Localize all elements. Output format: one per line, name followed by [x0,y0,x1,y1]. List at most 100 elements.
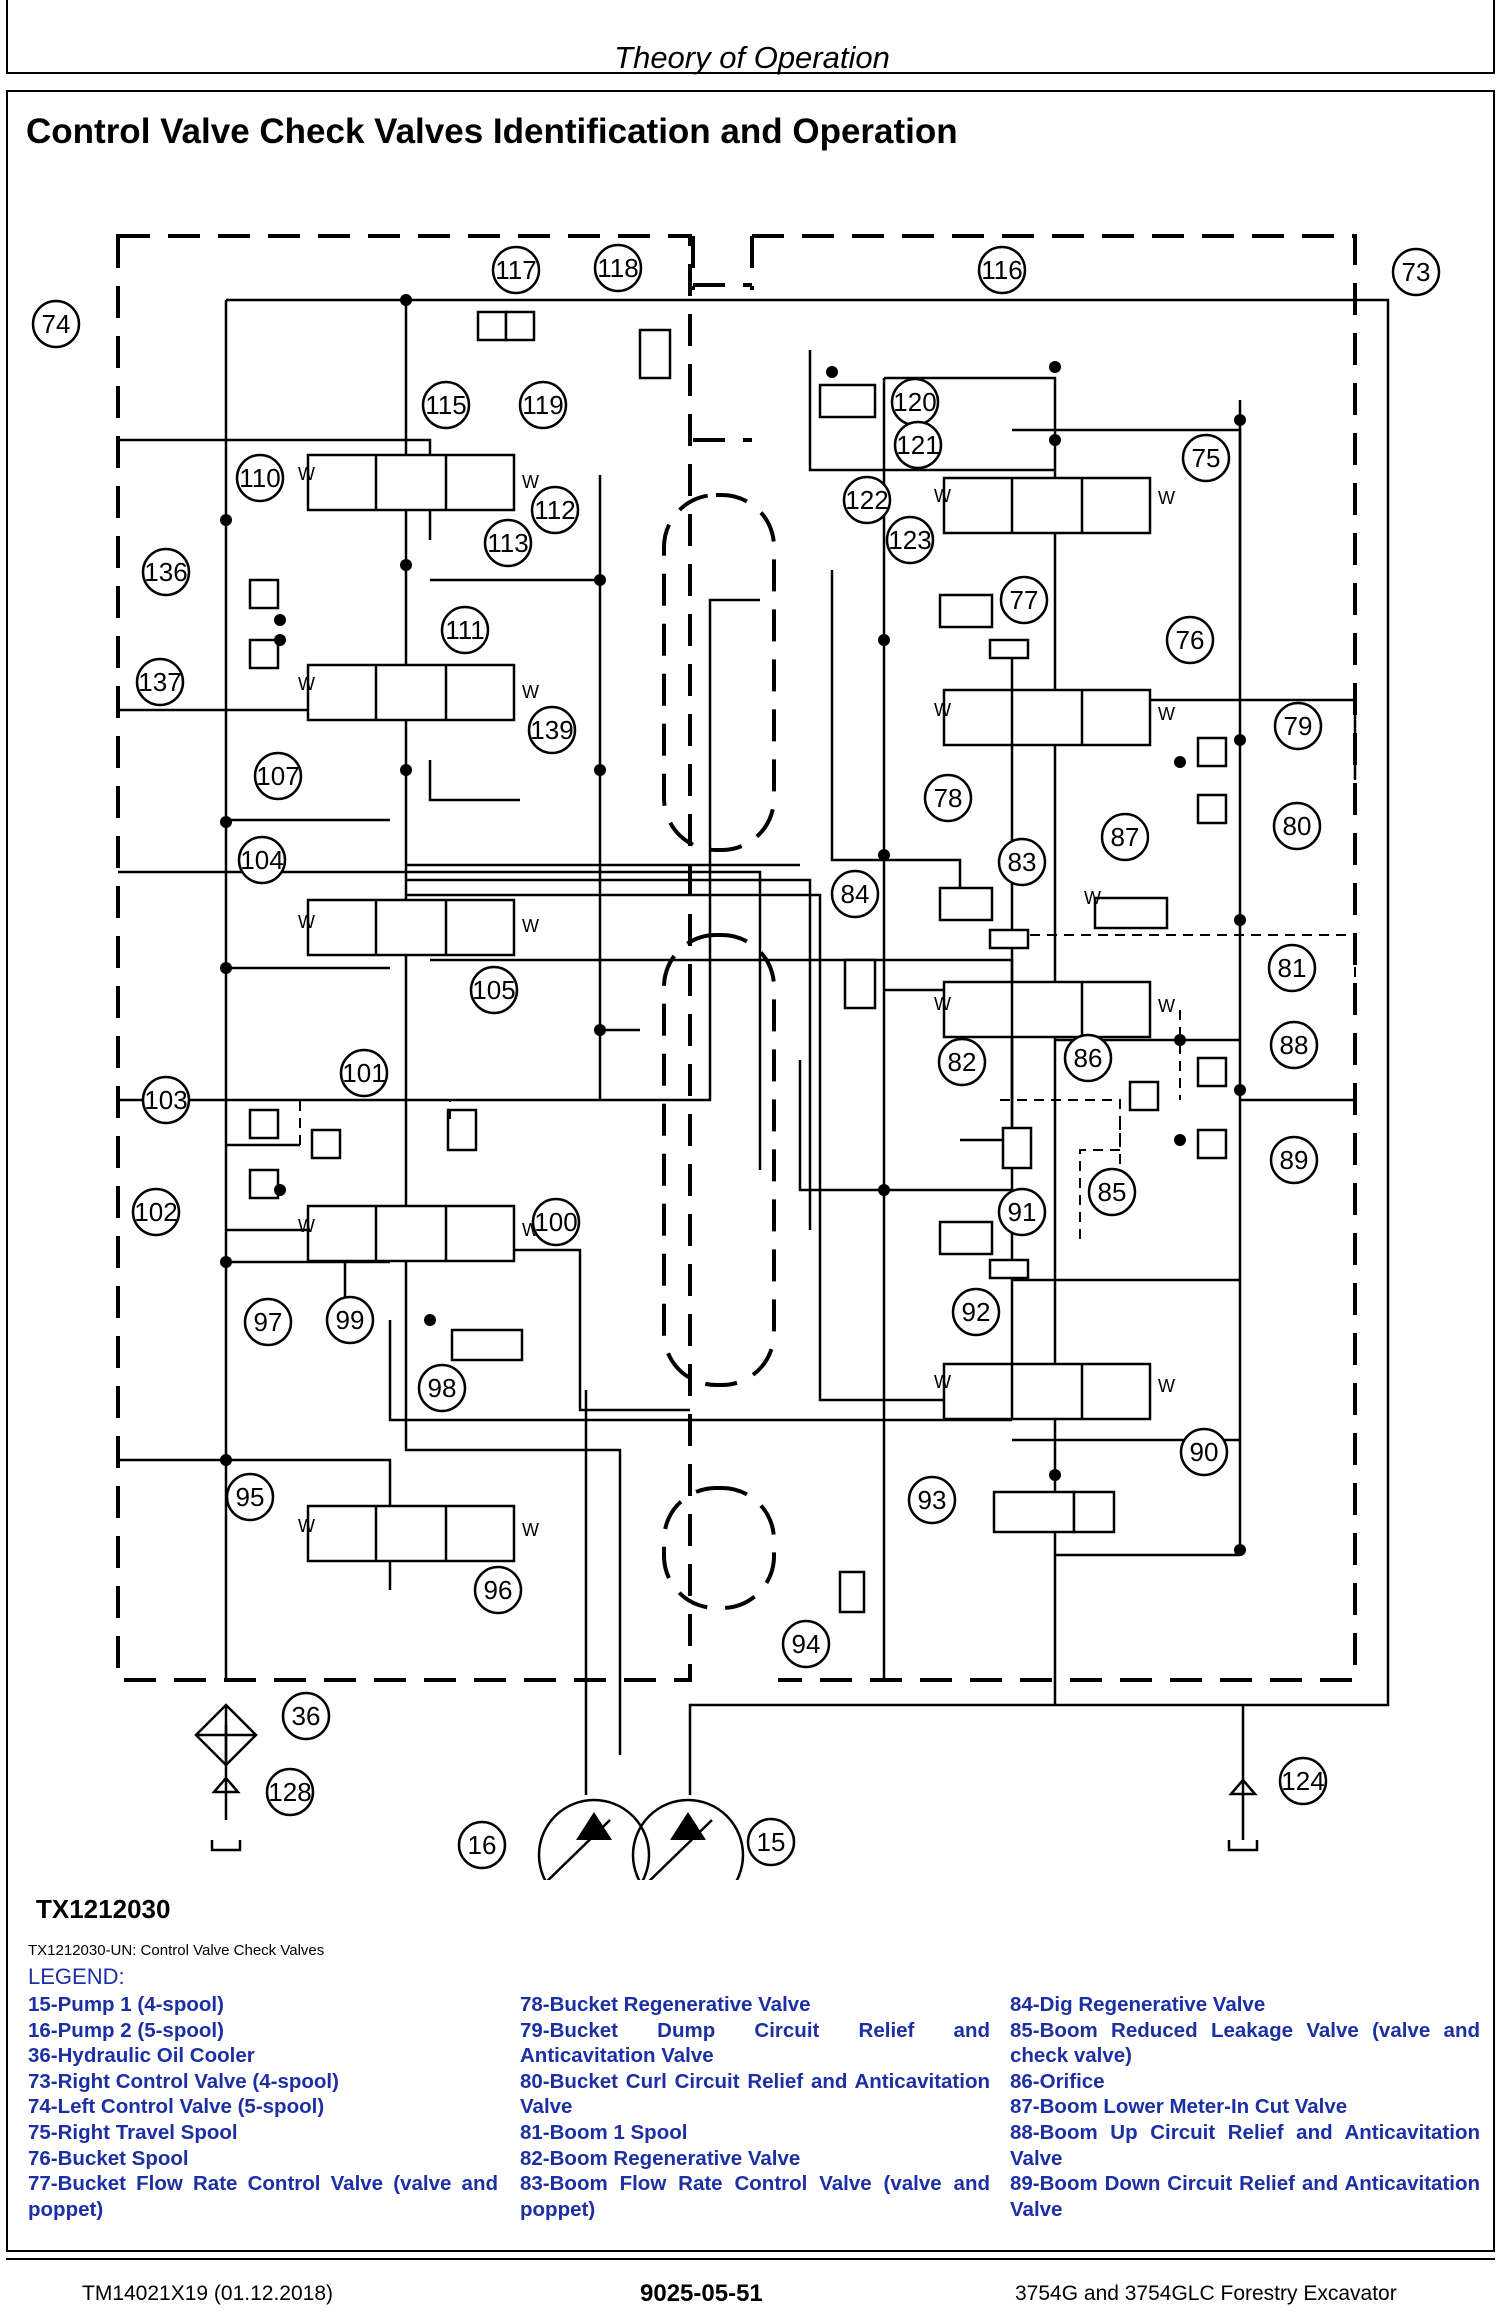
spring-w-label: W [298,1516,315,1536]
callout-96: 96 [473,1565,523,1615]
callout-80: 80 [1272,801,1322,851]
callout-label: 85 [1098,1177,1127,1207]
callout-99: 99 [325,1295,375,1345]
callout-label: 122 [845,485,888,515]
callout-122: 122 [842,475,892,525]
legend-item: 88-Boom Up Circuit Relief and Anticavita… [1010,2120,1480,2170]
callout-label: 101 [342,1058,385,1088]
callout-87: 87 [1100,812,1150,862]
spool-blocks [306,453,1152,1563]
callout-label: 83 [1008,847,1037,877]
spring-w-label: W [934,994,951,1014]
callout-117: 117 [491,245,541,295]
figure-caption: TX1212030-UN: Control Valve Check Valves [28,1942,325,1959]
spring-w-label: W [934,1372,951,1392]
callout-123: 123 [885,515,935,565]
callout-137: 137 [135,657,185,707]
spring-w-label: W [1084,888,1101,908]
callout-136: 136 [141,547,191,597]
callout-101: 101 [339,1048,389,1098]
callout-84: 84 [830,869,880,919]
callout-label: 119 [522,390,563,420]
page-title: Control Valve Check Valves Identificatio… [26,112,958,151]
legend-item: 16-Pump 2 (5-spool) [28,2018,224,2042]
callout-label: 136 [144,557,187,587]
callout-115: 115 [421,380,471,430]
legend-item: 36-Hydraulic Oil Cooler [28,2044,255,2068]
callout-label: 91 [1008,1197,1037,1227]
callout-label: 92 [962,1297,991,1327]
callout-label: 89 [1280,1145,1309,1175]
callout-label: 137 [138,667,181,697]
legend-title: LEGEND: [28,1964,125,1989]
callout-label: 86 [1074,1043,1103,1073]
callout-label: 15 [757,1827,786,1857]
spring-w-label: W [298,464,315,484]
footer-rule [6,2258,1495,2260]
callout-label: 76 [1176,625,1205,655]
callout-116: 116 [977,245,1027,295]
legend-item: 76-Bucket Spool [28,2146,189,2170]
callout-label: 16 [468,1830,497,1860]
legend-item: 85-Boom Reduced Leakage Valve (valve and… [1010,2018,1480,2068]
callout-95: 95 [225,1472,275,1522]
callout-89: 89 [1269,1135,1319,1185]
callout-98: 98 [417,1363,467,1413]
callout-90: 90 [1179,1427,1229,1477]
callout-label: 79 [1284,711,1313,741]
callout-16: 16 [457,1820,507,1870]
spring-w-label: W [1158,704,1175,724]
callout-112: 112 [530,485,580,535]
callout-label: 110 [239,463,280,493]
callout-label: 98 [428,1373,457,1403]
spring-w-label: W [522,682,539,702]
spring-w-label: W [1158,488,1175,508]
spring-w-label: W [1158,996,1175,1016]
callout-97: 97 [243,1297,293,1347]
callout-label: 77 [1010,585,1039,615]
callout-76: 76 [1165,615,1215,665]
callout-label: 100 [534,1207,577,1237]
callout-73: 73 [1391,247,1441,297]
legend-item: 83-Boom Flow Rate Control Valve (valve a… [520,2172,990,2221]
callout-label: 99 [336,1305,365,1335]
callout-82: 82 [937,1037,987,1087]
callout-label: 105 [472,975,515,1005]
callout-121: 121 [893,420,943,470]
callout-label: 90 [1190,1437,1219,1467]
pilot-lines [299,934,1356,1240]
valve-housings [116,234,1357,1682]
callout-label: 107 [256,761,299,791]
main-frame [6,90,1495,2252]
callout-110: 110 [235,453,285,503]
callout-label: 121 [896,430,939,460]
callout-111: 111 [440,605,490,655]
callout-label: 84 [841,879,870,909]
spring-w-label: W [1158,1376,1175,1396]
footer-model: 3754G and 3754GLC Forestry Excavator [1015,2282,1397,2305]
spring-w-label: W [298,912,315,932]
cooler-and-checks [194,1703,1259,1880]
callout-74: 74 [31,299,81,349]
callout-120: 120 [890,377,940,427]
callout-label: 115 [425,390,466,420]
callout-label: 139 [530,715,573,745]
callout-93: 93 [907,1475,957,1525]
callout-label: 113 [487,528,528,558]
callout-91: 91 [997,1187,1047,1237]
callout-label: 87 [1111,822,1140,852]
spring-w-label: W [522,1520,539,1540]
spring-w-label: W [934,700,951,720]
callout-label: 81 [1278,953,1307,983]
callout-86: 86 [1063,1033,1113,1083]
callout-label: 82 [948,1047,977,1077]
callout-36: 36 [281,1691,331,1741]
callout-107: 107 [253,751,303,801]
callout-label: 111 [445,615,485,645]
callout-label: 128 [268,1777,311,1807]
callout-139: 139 [527,705,577,755]
